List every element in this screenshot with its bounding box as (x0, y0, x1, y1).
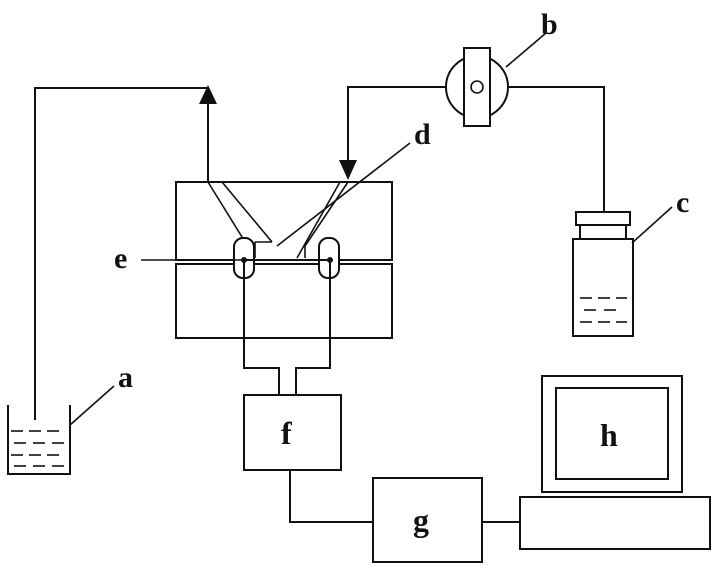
module-f-label: f (281, 415, 292, 451)
f-to-g-cable (289, 470, 373, 523)
cell-inlet-tube (347, 86, 446, 162)
label-a-leader (69, 385, 115, 426)
label-d: d (414, 118, 431, 151)
flow-cell (175, 181, 393, 339)
beaker-liquid-lines (11, 430, 64, 467)
module-g-box (372, 477, 483, 563)
computer-label: h (600, 417, 618, 453)
label-c-leader (631, 206, 673, 244)
computer (519, 375, 711, 550)
inlet-arrow-icon (339, 160, 357, 180)
sample-bottle (572, 211, 634, 337)
outlet-arrow-icon (199, 85, 217, 104)
label-e: e (114, 242, 127, 275)
waste-outlet-tube (34, 87, 208, 420)
label-a: a (118, 361, 133, 394)
flow-cell-bottom-block (175, 263, 393, 339)
lead-left (243, 262, 280, 395)
computer-base (519, 496, 711, 550)
module-f-box (243, 394, 342, 471)
computer-screen (555, 387, 669, 480)
peristaltic-pump (445, 47, 509, 127)
module-g-label: g (413, 502, 429, 538)
bottle-liquid-lines (580, 297, 627, 323)
flow-cell-top-block (175, 181, 393, 261)
label-c: c (676, 186, 689, 219)
waste-beaker (7, 405, 71, 475)
sample-tube (508, 86, 605, 212)
lead-right (295, 262, 331, 395)
label-d-leader (276, 142, 411, 247)
label-b-leader (505, 32, 547, 68)
label-b: b (541, 8, 558, 41)
